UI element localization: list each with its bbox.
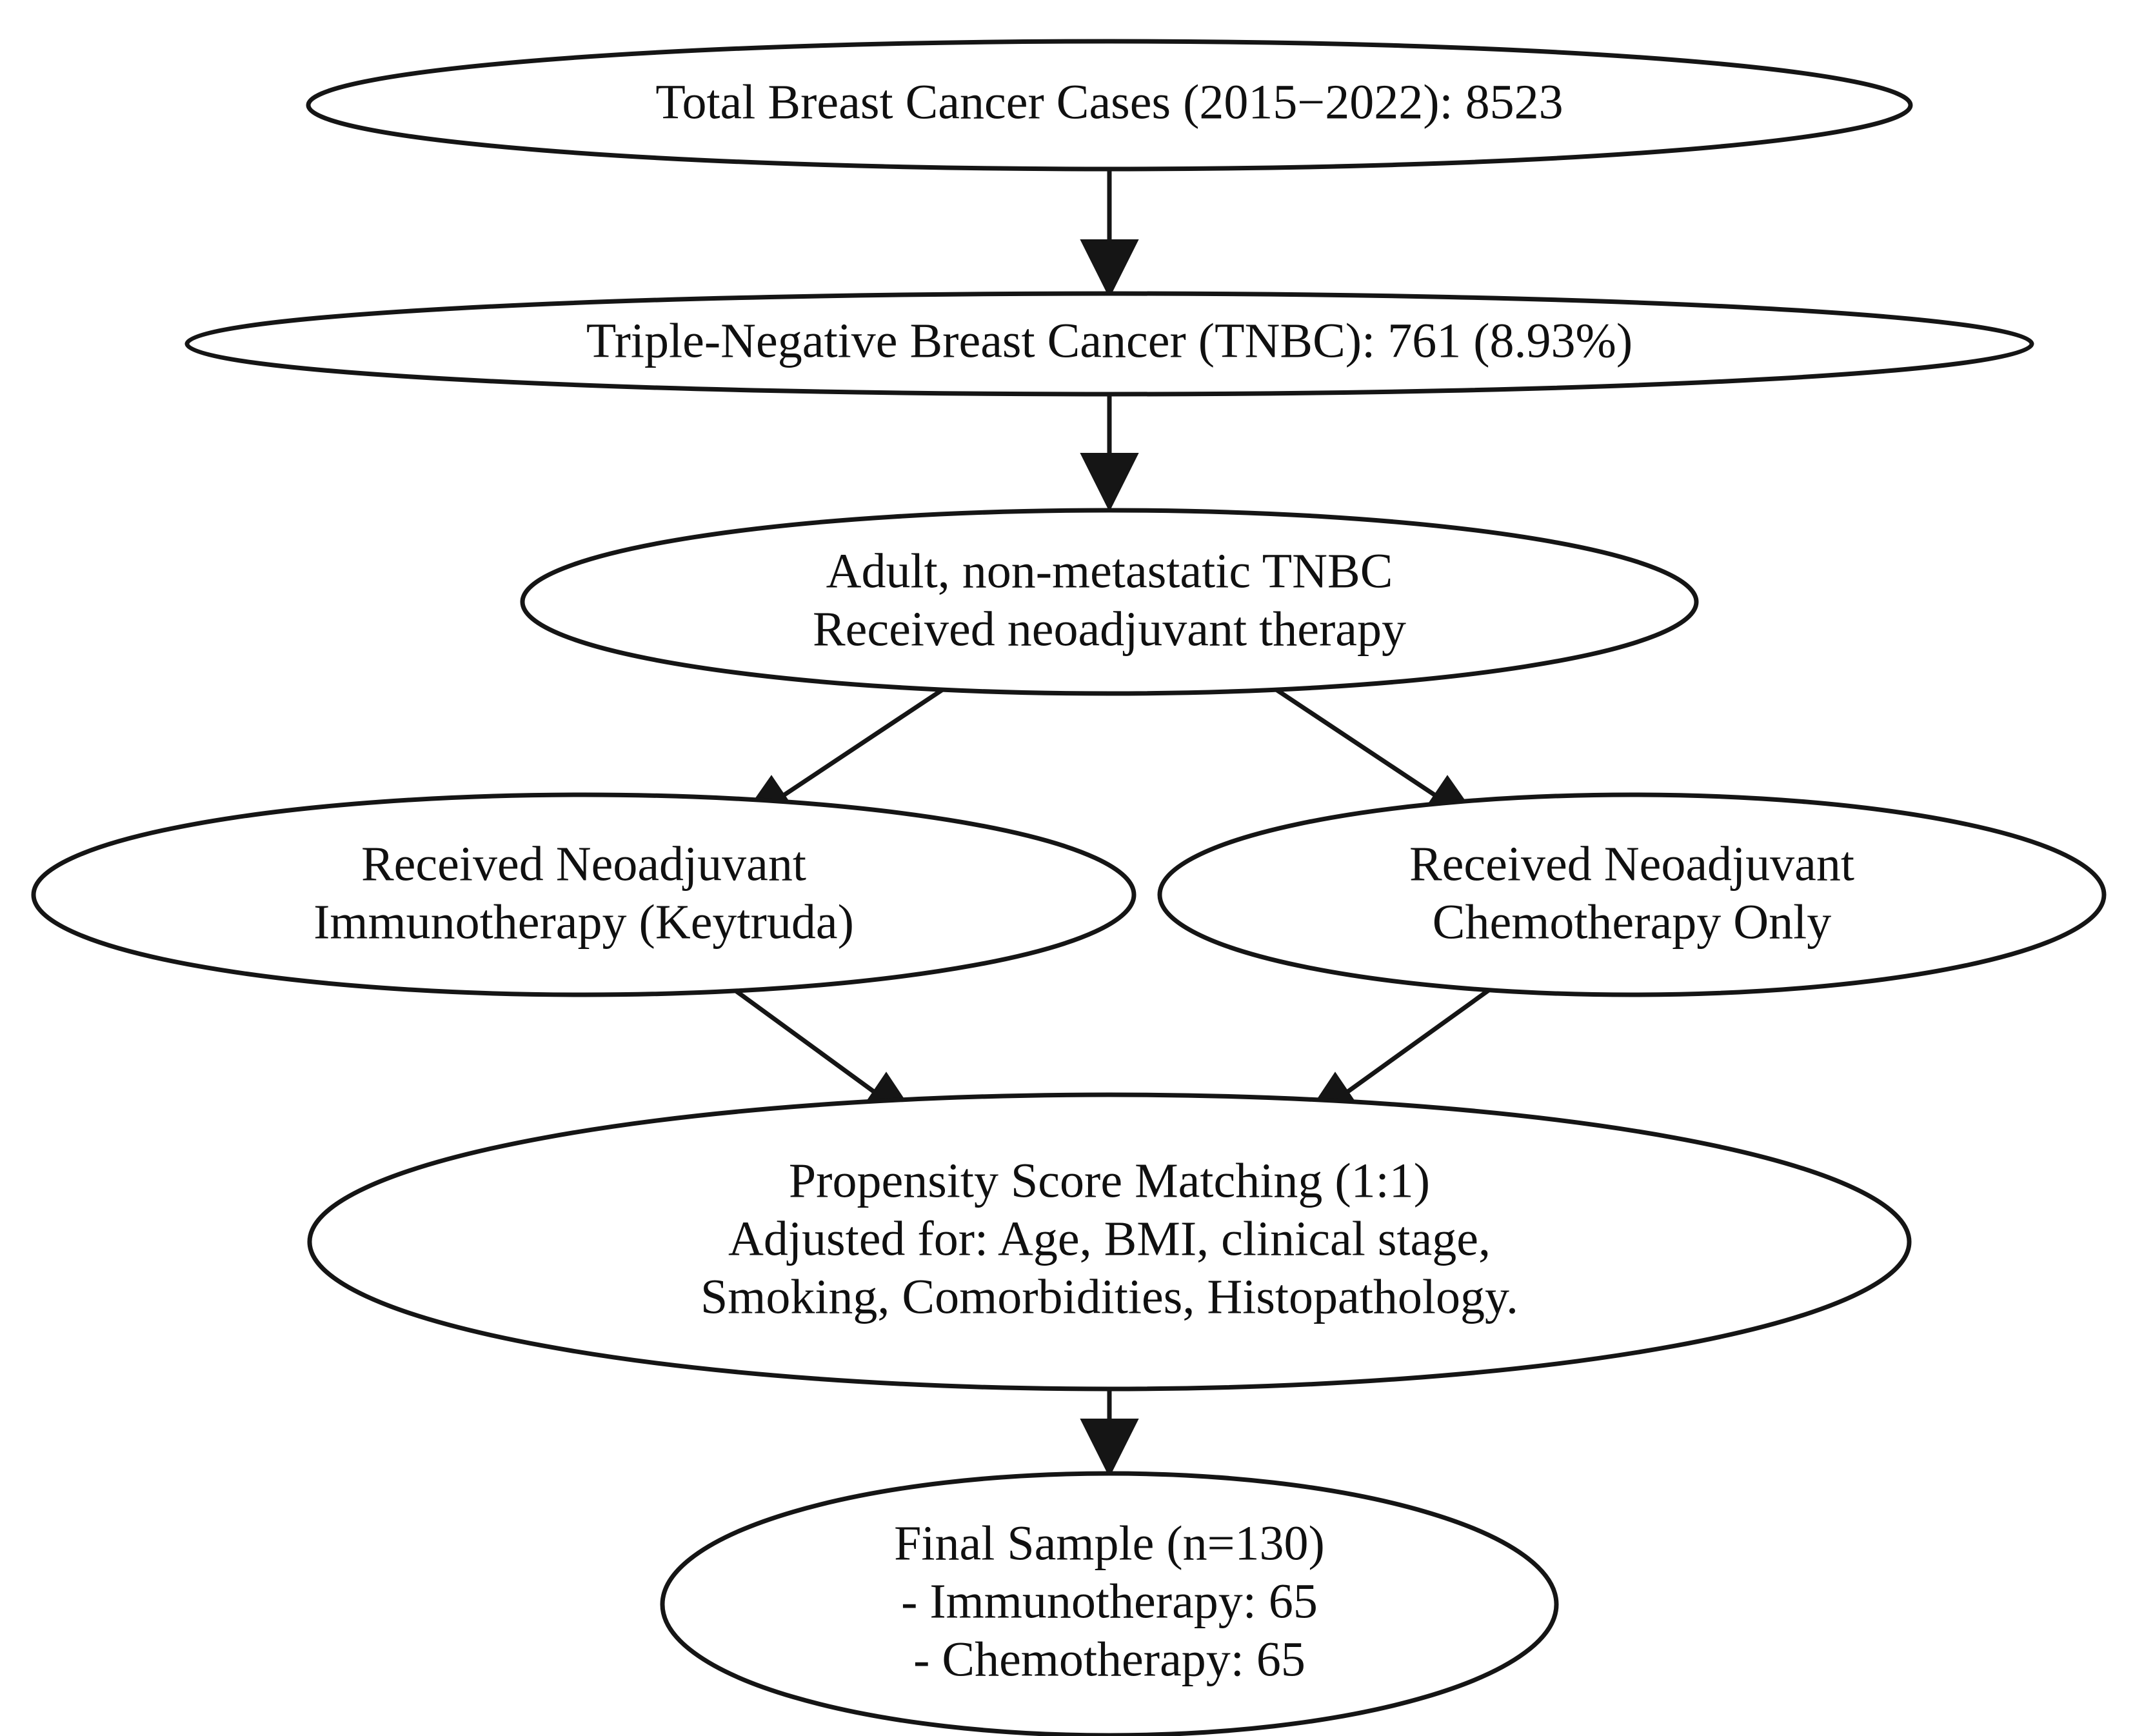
node-chemotherapy-arm-label-line2: Chemotherapy Only <box>1433 895 1831 949</box>
node-propensity-matching-label-line2: Adjusted for: Age, BMI, clinical stage, <box>728 1212 1491 1266</box>
node-immunotherapy-arm-shape[interactable] <box>31 792 1137 997</box>
node-final-sample-label-line2: - Immunotherapy: 65 <box>901 1574 1318 1628</box>
node-total-cases-label: Total Breast Cancer Cases (2015−2022): 8… <box>655 75 1563 129</box>
edge-matching-to-final-sample <box>1080 1389 1139 1478</box>
node-chemotherapy-arm[interactable]: Received Neoadjuvant Chemotherapy Only <box>1157 792 2107 997</box>
node-tnbc-shape[interactable] <box>184 291 2034 397</box>
edge-total-cases-to-tnbc <box>1080 169 1139 299</box>
node-final-sample-label-line3: - Chemotherapy: 65 <box>913 1632 1305 1686</box>
node-tnbc-label: Triple-Negative Breast Cancer (TNBC): 76… <box>586 314 1633 368</box>
node-chemotherapy-arm-shape[interactable] <box>1157 792 2107 997</box>
node-immunotherapy-arm-label-line2: Immunotherapy (Keytruda) <box>313 895 854 949</box>
node-propensity-matching-shape[interactable] <box>307 1092 1912 1392</box>
node-propensity-matching-label-line1: Propensity Score Matching (1:1) <box>789 1153 1430 1208</box>
node-final-sample[interactable]: Final Sample (n=130) - Immunotherapy: 65… <box>660 1471 1559 1736</box>
node-immunotherapy-arm[interactable]: Received Neoadjuvant Immunotherapy (Keyt… <box>31 792 1137 997</box>
node-eligibility[interactable]: Adult, non-metastatic TNBC Received neoa… <box>520 508 1699 696</box>
node-eligibility-label-line1: Adult, non-metastatic TNBC <box>826 544 1393 598</box>
node-chemotherapy-arm-label-line1: Received Neoadjuvant <box>1409 837 1854 891</box>
node-final-sample-shape[interactable] <box>660 1471 1559 1736</box>
edge-tnbc-to-eligibility <box>1080 394 1139 512</box>
node-tnbc[interactable]: Triple-Negative Breast Cancer (TNBC): 76… <box>184 291 2034 397</box>
node-eligibility-shape[interactable] <box>520 508 1699 696</box>
node-propensity-matching[interactable]: Propensity Score Matching (1:1) Adjusted… <box>307 1092 1912 1392</box>
node-final-sample-label-line1: Final Sample (n=130) <box>894 1516 1325 1570</box>
node-total-cases-shape[interactable] <box>306 39 1913 172</box>
node-eligibility-label-line2: Received neoadjuvant therapy <box>813 602 1406 656</box>
node-propensity-matching-label-line3: Smoking, Comorbidities, Histopathology. <box>700 1270 1518 1324</box>
node-total-cases[interactable]: Total Breast Cancer Cases (2015−2022): 8… <box>306 39 1913 172</box>
node-immunotherapy-arm-label-line1: Received Neoadjuvant <box>361 837 806 891</box>
